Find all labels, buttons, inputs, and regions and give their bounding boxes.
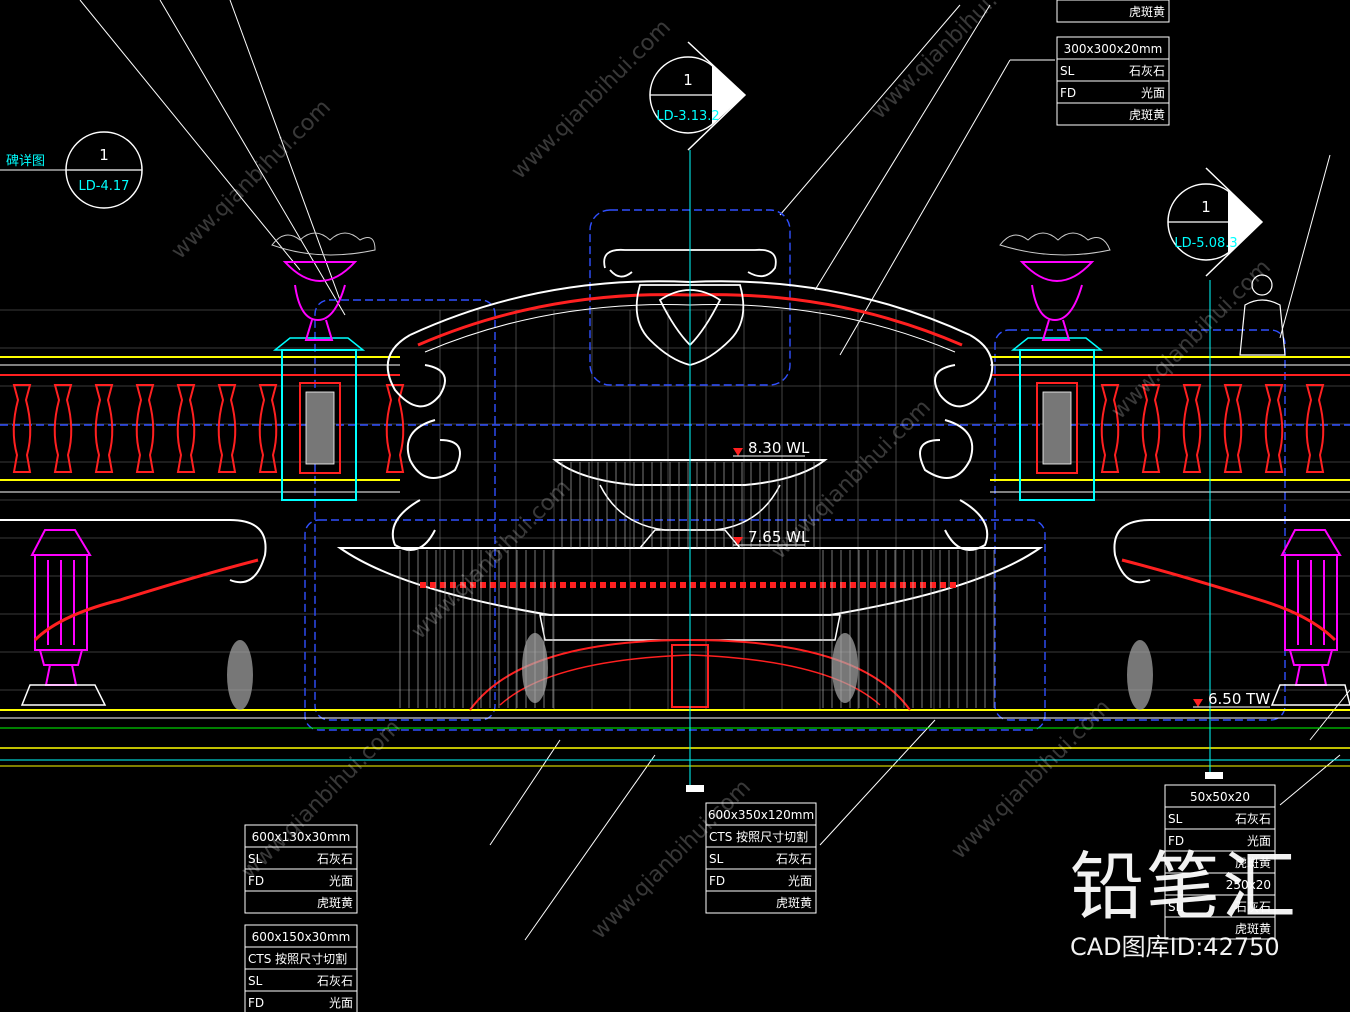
section-marker xyxy=(1205,772,1223,779)
baluster xyxy=(53,384,73,473)
table-title: 50x50x20 xyxy=(1190,790,1250,804)
table-value: 光面 xyxy=(329,996,353,1010)
table-code: SL xyxy=(248,974,263,988)
level-label: 8.30 WL xyxy=(748,439,810,457)
table-value: 光面 xyxy=(329,874,353,888)
balustrade-rails xyxy=(0,356,1350,493)
table-value: 石灰石 xyxy=(317,852,353,866)
table-code: FD xyxy=(1060,86,1076,100)
baluster xyxy=(1182,384,1202,473)
table-code: FD xyxy=(248,996,264,1010)
table-value: 虎斑黄 xyxy=(1235,856,1271,870)
baluster xyxy=(1100,384,1120,473)
watermark-id: CAD图库ID:42750 xyxy=(1070,933,1280,961)
table-code: FD xyxy=(248,874,264,888)
table-code: CTS 按照尺寸切割 xyxy=(709,829,808,844)
table-value: 虎斑黄 xyxy=(1129,108,1165,122)
person-silhouette xyxy=(1239,274,1286,356)
table-value: 250x20 xyxy=(1226,878,1271,892)
level-marker-3: 6.50 TW xyxy=(1193,690,1270,708)
baluster xyxy=(1264,384,1284,473)
baluster xyxy=(1305,384,1325,473)
table-value: 光面 xyxy=(1247,834,1271,848)
level-marker-2: 7.65 WL xyxy=(733,528,810,546)
table-value: 石灰石 xyxy=(776,852,812,866)
baluster xyxy=(1141,384,1161,473)
section-marker xyxy=(686,785,704,792)
table-value: 石灰石 xyxy=(1235,900,1271,914)
table-value: 虎斑黄 xyxy=(317,896,353,910)
baluster xyxy=(176,384,196,473)
urn-right xyxy=(999,232,1111,341)
table-value: 石灰石 xyxy=(1235,812,1271,826)
level-marker-1: 8.30 WL xyxy=(733,439,810,457)
table-code: SL xyxy=(1168,900,1183,914)
table-value: 虎斑黄 xyxy=(1235,922,1271,936)
table-title: 300x300x20mm xyxy=(1064,42,1163,56)
baluster xyxy=(258,384,278,473)
section-lines xyxy=(689,150,1211,785)
baluster xyxy=(385,384,405,473)
baluster xyxy=(12,384,32,473)
callout-ref-3: 1 LD-5.08.3 xyxy=(1167,167,1264,277)
baluster xyxy=(94,384,114,473)
callout-ref-1: 1 LD-4.17 碑详图 xyxy=(0,131,143,209)
balustrade-right xyxy=(1100,384,1325,473)
table-value: 光面 xyxy=(1141,86,1165,100)
ground-base xyxy=(0,709,1350,767)
leader-lines xyxy=(79,0,1350,941)
detail-label: 碑详图 xyxy=(6,153,45,169)
lantern-left xyxy=(20,529,107,706)
table-value: 虎斑黄 xyxy=(1129,5,1165,19)
balustrade-left xyxy=(12,384,405,473)
table-code: SL xyxy=(1060,64,1075,78)
table-code: SL xyxy=(709,852,724,866)
pillar-left xyxy=(272,337,366,501)
callout-number: 1 xyxy=(1201,198,1211,216)
table-value: 石灰石 xyxy=(1129,64,1165,78)
water-jets xyxy=(399,462,995,708)
pillar-right xyxy=(1010,337,1104,501)
baluster xyxy=(135,384,155,473)
level-label: 7.65 WL xyxy=(748,528,810,546)
baluster xyxy=(217,384,237,473)
table-code: SL xyxy=(248,852,263,866)
material-table: 虎斑黄 xyxy=(1056,0,1170,23)
shrubs xyxy=(227,633,1153,710)
baluster xyxy=(1223,384,1243,473)
table-code: FD xyxy=(709,874,725,888)
table-code: CTS 按照尺寸切割 xyxy=(248,951,347,966)
callout-sheet: LD-4.17 xyxy=(79,179,130,194)
callout-ref-2: 1 LD-3.13.2 xyxy=(649,41,747,151)
table-title: 600x130x30mm xyxy=(252,830,351,844)
table-value: 光面 xyxy=(788,874,812,888)
table-code: FD xyxy=(1168,834,1184,848)
urn-left xyxy=(271,232,376,341)
table-code: SL xyxy=(1168,812,1183,826)
table-value: 石灰石 xyxy=(317,974,353,988)
callout-number: 1 xyxy=(99,146,109,164)
callout-sheet: LD-5.08.3 xyxy=(1174,236,1237,251)
callout-number: 1 xyxy=(683,71,693,89)
table-value: 虎斑黄 xyxy=(776,896,812,910)
level-label: 6.50 TW xyxy=(1208,690,1270,708)
watermark-brand: 铅笔汇 xyxy=(1070,844,1298,930)
table-title: 600x150x30mm xyxy=(252,930,351,944)
table-title: 600x350x120mm xyxy=(708,808,814,822)
callout-sheet: LD-3.13.2 xyxy=(656,109,719,124)
